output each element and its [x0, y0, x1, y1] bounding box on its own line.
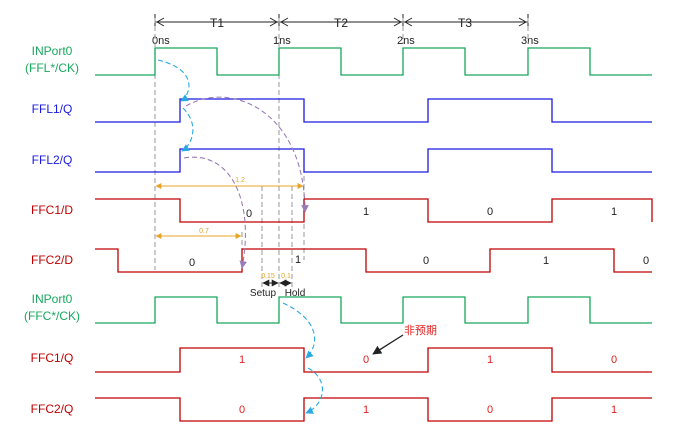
time-label-1: 1ns: [273, 35, 291, 47]
unexpected-label: 非预期: [404, 324, 437, 337]
label-ffc2-d: FFC2/D: [31, 253, 73, 267]
arrow-ffl2-to-ffc2d: [183, 156, 248, 269]
arrow-ffl1-to-ffl2: [181, 107, 194, 152]
arrow-clk-to-ffl1: [157, 59, 190, 102]
ffc2-d-value-1: 1: [295, 254, 301, 266]
ffc2-d-value-2: 0: [423, 255, 429, 267]
ffc2-q-value-2: 0: [487, 404, 493, 416]
wave-ffl2-q: [95, 148, 652, 173]
label-inport0-ffc-line2: (FFC*/CK): [24, 309, 80, 323]
unexpected-pointer: [372, 334, 404, 355]
unexpected-annotation: 非预期: [372, 324, 437, 355]
ffc1-q-value-3: 0: [611, 354, 617, 366]
signal-labels: INPort0 (FFL*/CK) FFL1/Q FFL2/Q FFC1/D F…: [24, 44, 80, 416]
time-label-0: 0ns: [152, 35, 170, 47]
time-label-3: 3ns: [521, 35, 539, 47]
wave-inport0-ffl: [95, 47, 652, 76]
ffc1-d-value-0: 0: [246, 208, 252, 220]
ffc1-q-value-2: 1: [487, 354, 493, 366]
ffc2-d-value-4: 0: [643, 255, 649, 267]
measure-delay-long-label: 1.2: [235, 177, 245, 184]
measurements: 1.2 0.7 0.15 0.1 Setup Hold: [155, 177, 306, 299]
causality-arrows: [157, 59, 324, 414]
time-label-2: 2ns: [397, 35, 415, 47]
label-ffc1-q: FFC1/Q: [31, 351, 74, 365]
axis-arrow-head: [156, 17, 527, 27]
label-ffl2-q: FFL2/Q: [32, 153, 73, 167]
measure-delay-short-label: 0.7: [199, 228, 209, 235]
label-inport0-ffl-line2: (FFL*/CK): [25, 61, 79, 75]
label-inport0-ffl-line1: INPort0: [32, 44, 73, 58]
period-label-t1: T1: [210, 16, 224, 30]
ffc2-d-value-0: 0: [189, 257, 195, 269]
wave-ffc1-q: [95, 347, 652, 373]
label-ffl1-q: FFL1/Q: [32, 102, 73, 116]
arrow-ffc1q-to-ffc2q: [305, 367, 324, 414]
ffc1-q-value-0: 1: [239, 354, 245, 366]
period-label-t3: T3: [458, 16, 472, 30]
hold-label: Hold: [285, 288, 306, 299]
ffc2-q-value-3: 1: [611, 404, 617, 416]
ffc2-q-value-1: 1: [363, 404, 369, 416]
time-axis: T1 T2 T3 0ns 1ns 2ns 3ns: [152, 14, 539, 47]
measure-hold-value: 0.1: [281, 273, 291, 280]
ffc2-q-value-0: 0: [239, 404, 245, 416]
ffc1-d-value-1: 1: [363, 206, 369, 218]
arrow-ffl1-to-ffc1d: [185, 96, 309, 213]
wave-inport0-ffc: [95, 296, 652, 324]
setup-label: Setup: [250, 288, 277, 299]
period-label-t2: T2: [334, 16, 348, 30]
wave-ffc2-q: [95, 397, 652, 422]
ffc1-d-value-2: 0: [487, 206, 493, 218]
waveform-values: 0 1 0 1 0 1 0 1 0 1 0 1 0 0 1 0 1: [189, 206, 649, 416]
measure-setup-value: 0.15: [261, 273, 275, 280]
label-ffc2-q: FFC2/Q: [31, 402, 74, 416]
waveforms: [95, 47, 653, 422]
label-inport0-ffc-line1: INPort0: [32, 292, 73, 306]
arrow-clk-to-ffc1q: [282, 302, 316, 359]
ffc2-d-value-3: 1: [543, 255, 549, 267]
ffc1-d-value-3: 1: [611, 206, 617, 218]
wave-ffl1-q: [95, 98, 652, 123]
wave-ffc2-d: [95, 248, 652, 273]
wave-ffc1-d: [95, 198, 653, 223]
ffc1-q-value-1: 0: [363, 354, 369, 366]
label-ffc1-d: FFC1/D: [31, 203, 73, 217]
